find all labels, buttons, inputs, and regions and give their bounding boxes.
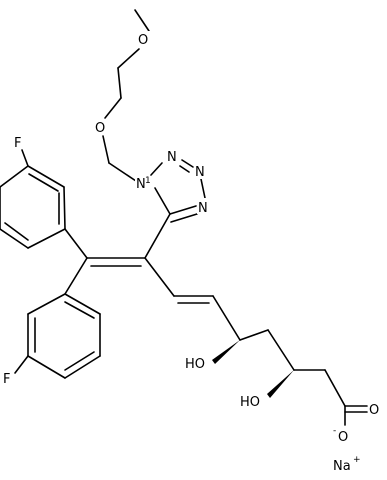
ring-top-bond-5-inner: [4, 222, 29, 241]
bond-calpha-cvinyl: [144, 257, 175, 297]
ring-top-bond-2-inner: [28, 173, 59, 192]
fluorophenyl-bottom: [14, 293, 101, 379]
atom-oh-1: HO: [185, 357, 205, 372]
ring-bottom-bond-3: [27, 355, 66, 379]
central-alkene: [64, 213, 241, 341]
ring-top-bond-2: [27, 165, 65, 188]
atom-n3: N: [195, 165, 205, 180]
dihydroxy-chain: [212, 329, 368, 426]
atom-n4: N: [198, 201, 208, 216]
mask-n1: [135, 175, 150, 191]
bond-c5-calpha: [144, 213, 171, 259]
wedge-c5-oh: [212, 340, 240, 364]
bond-c5-c4: [239, 329, 269, 341]
charge-carboxylate: -: [333, 426, 336, 436]
counterion-na: Na: [333, 459, 351, 474]
atom-n2: N: [167, 150, 177, 165]
bond-n3-n2-double: [179, 165, 190, 173]
bond-c-aryl-top: [64, 228, 88, 259]
wedge-c3-oh: [267, 370, 294, 398]
mask-n4: [197, 198, 212, 214]
ring-bottom-bond-4: [64, 355, 101, 379]
bond-ch2-ch2: [117, 67, 122, 99]
fluorophenyl-top: [0, 149, 66, 249]
atom-oh-2: HO: [240, 395, 260, 410]
bond-ring-bottom-f: [14, 355, 29, 374]
bond-ch2-o: [104, 97, 122, 119]
atom-labels: O O F F N 1 N N N HO HO O O - Na +: [3, 31, 379, 474]
bond-o-ch2: [117, 48, 140, 69]
ring-bottom-bond-6-inner: [64, 301, 95, 319]
bond-c-aryl-bottom: [64, 257, 88, 295]
atom-o-carboxylate: O: [338, 430, 348, 445]
bond-n4-n3: [200, 178, 206, 199]
side-chain: [102, 9, 150, 182]
locant-1: 1: [145, 176, 151, 186]
bond-n3-n2: [181, 159, 194, 168]
mask-n3: [194, 163, 209, 179]
atom-n1: N: [136, 177, 146, 192]
ring-bottom-bond-4-inner: [64, 351, 95, 371]
bond-n1-c5: [154, 187, 171, 215]
charge-na: +: [353, 455, 361, 465]
mask-o-ether: [94, 119, 108, 135]
atom-f-top: F: [14, 136, 21, 151]
bond-c5-n4-double: [170, 213, 198, 223]
bond-c2-c1: [324, 369, 346, 407]
bond-n2-n1: [150, 162, 163, 176]
tetrazole-ring: [150, 159, 206, 223]
bond-vinyl-c5: [212, 295, 241, 341]
ring-bottom-bond-1: [27, 293, 66, 315]
ring-top-bond-1: [63, 186, 66, 230]
atom-o-carbonyl: O: [369, 403, 379, 418]
mask-n2: [166, 147, 181, 163]
bond-ring-top-f: [21, 149, 29, 167]
ring-top-bond-5: [0, 228, 29, 249]
ring-top-bond-6: [27, 228, 66, 249]
atom-o-ether: O: [95, 121, 105, 136]
mask-o-methoxy: [137, 31, 151, 47]
atom-f-bottom: F: [3, 372, 10, 387]
ring-bottom-bond-6: [64, 293, 101, 315]
ring-top-bond-3: [0, 165, 29, 188]
atom-o-methoxy: O: [138, 33, 148, 48]
bond-c4-c3: [267, 329, 295, 371]
bond-ch2-n1: [108, 162, 137, 182]
bond-c5-n4: [169, 205, 197, 215]
bond-o-ch2n: [102, 135, 110, 164]
bond-methyl-o: [134, 9, 150, 32]
